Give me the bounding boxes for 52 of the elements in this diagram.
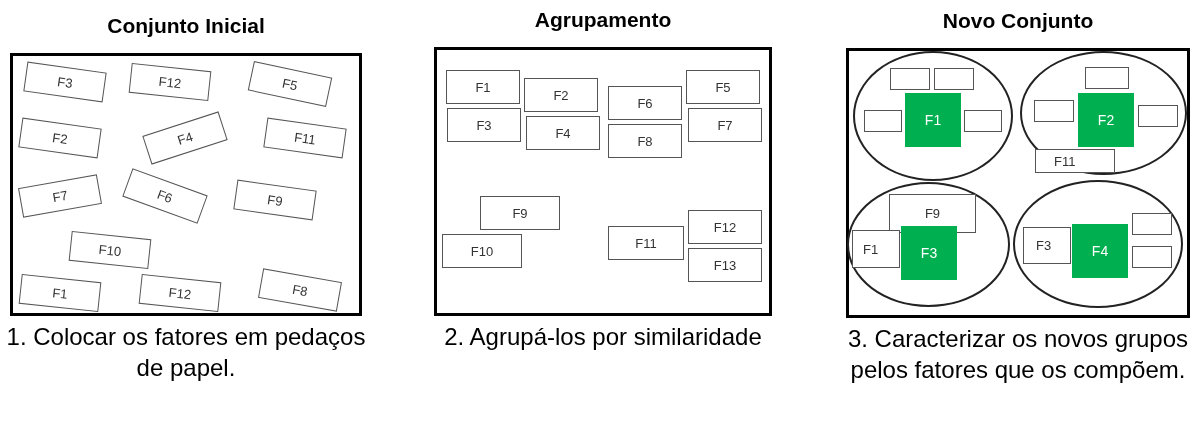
paper-slip xyxy=(934,68,974,90)
step-caption: 1. Colocar os fatores em pedaços de papel. xyxy=(5,322,367,383)
paper-slip xyxy=(1085,67,1129,89)
panel-heading: Novo Conjunto xyxy=(941,9,1095,33)
group-ellipse xyxy=(853,51,1013,181)
paper-slip: F5 xyxy=(686,70,760,104)
paper-slip: F2 xyxy=(18,117,102,159)
paper-slip: F5 xyxy=(247,61,333,107)
paper-slip: F4 xyxy=(526,116,600,150)
factor-square: F3 xyxy=(901,226,957,280)
paper-slip xyxy=(964,110,1002,132)
paper-slip: F11 xyxy=(263,117,347,159)
paper-slip: F1 xyxy=(18,273,102,313)
paper-slip: F6 xyxy=(122,168,208,224)
paper-slip: F3 xyxy=(447,108,521,142)
paper-slip: F9 xyxy=(480,196,560,230)
paper-slip: F12 xyxy=(138,273,222,313)
paper-slip: F12 xyxy=(128,62,212,102)
group-ellipse xyxy=(1013,180,1183,308)
paper-slip xyxy=(1132,246,1172,268)
paper-slip: F10 xyxy=(68,230,152,270)
paper-slip xyxy=(1138,105,1178,127)
paper-slip: F1 xyxy=(852,230,900,268)
factor-square: F1 xyxy=(905,93,961,147)
paper-slip: F12 xyxy=(688,210,762,244)
paper-slip: F3 xyxy=(1023,227,1071,264)
step-caption: 2. Agrupá-los por similaridade xyxy=(443,322,763,352)
paper-slip: F11 xyxy=(608,226,684,260)
group-ellipse xyxy=(847,182,1010,307)
paper-slip xyxy=(1132,213,1172,235)
factor-square: F2 xyxy=(1078,93,1134,147)
paper-slip: F4 xyxy=(142,111,228,165)
paper-slip: F10 xyxy=(442,234,522,268)
paper-slip xyxy=(890,68,930,90)
factor-square: F4 xyxy=(1072,224,1128,278)
paper-slip: F6 xyxy=(608,86,682,120)
paper-slip: F3 xyxy=(23,61,107,103)
paper-slip: F7 xyxy=(18,174,102,218)
paper-slip: F13 xyxy=(688,248,762,282)
paper-slip: F8 xyxy=(258,268,342,312)
panel-heading: Agrupamento xyxy=(533,8,673,32)
group-ellipse xyxy=(1020,51,1187,175)
paper-slip: F2 xyxy=(524,78,598,112)
step-caption: 3. Caracterizar os novos grupos pelos fatores que os compõem. xyxy=(846,324,1190,385)
paper-slip: F9 xyxy=(233,179,317,221)
panel-heading: Conjunto Inicial xyxy=(106,14,266,38)
paper-slip: F7 xyxy=(688,108,762,142)
paper-slip xyxy=(1034,100,1074,122)
paper-slip: F11 xyxy=(1035,149,1115,173)
paper-slip: F1 xyxy=(446,70,520,104)
paper-slip xyxy=(864,110,902,132)
paper-slip: F8 xyxy=(608,124,682,158)
